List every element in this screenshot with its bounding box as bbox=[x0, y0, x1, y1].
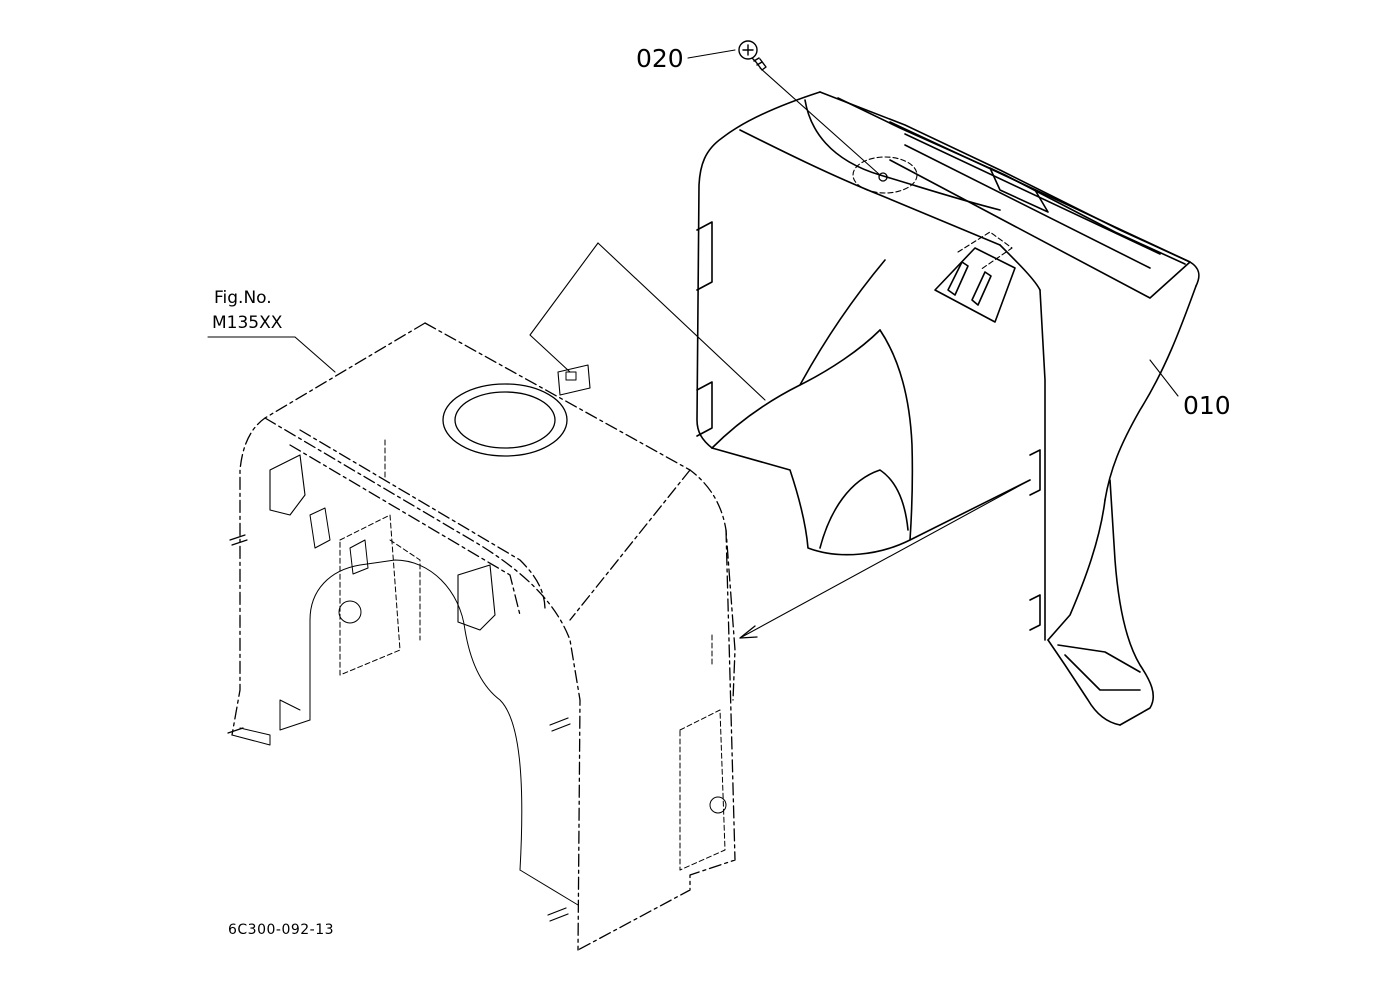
drawing-code: 6C300-092-13 bbox=[228, 922, 335, 938]
part-number-010: 010 bbox=[1183, 391, 1231, 420]
figure-code: M135XX bbox=[212, 313, 283, 333]
phillips-screw-icon bbox=[738, 40, 767, 71]
figure-number-label: Fig.No. bbox=[214, 288, 272, 308]
part-number-020: 020 bbox=[636, 44, 684, 73]
dash-cover-part-010 bbox=[696, 91, 1200, 726]
mating-panel-reference bbox=[227, 322, 736, 951]
leader-lines bbox=[207, 49, 1179, 639]
